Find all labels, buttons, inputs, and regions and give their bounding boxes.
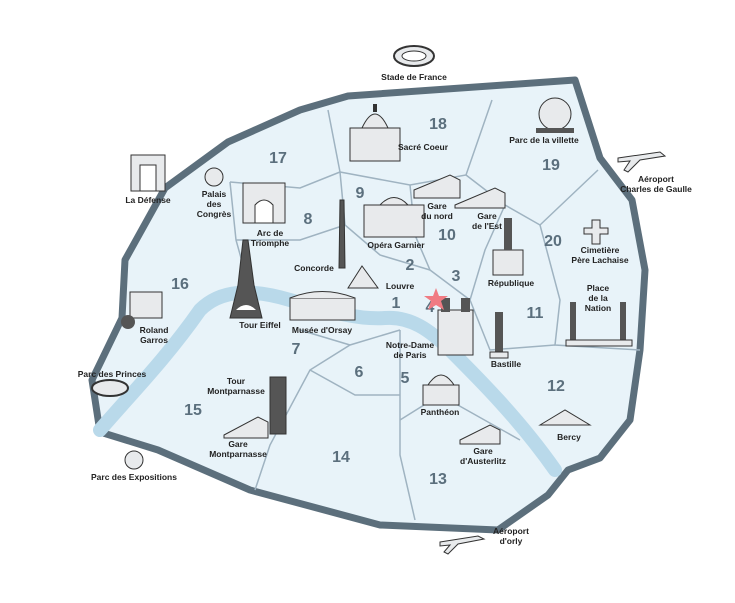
label-notre-dame-2: de Paris: [393, 350, 426, 360]
arr-5: 5: [401, 370, 410, 387]
label-louvre: Louvre: [386, 281, 415, 291]
arr-11: 11: [527, 305, 544, 322]
arr-7: 7: [292, 341, 301, 358]
notre-dame-icon: [437, 298, 474, 356]
label-republique: République: [488, 278, 535, 288]
arr-18: 18: [429, 116, 447, 133]
arr-2: 2: [406, 257, 415, 274]
arr-1: 1: [392, 295, 401, 312]
republique-statue-icon: [492, 218, 524, 276]
parc-expositions-icon: [124, 450, 144, 470]
plane-orly-icon: [439, 535, 486, 555]
opera-garnier-icon: [363, 197, 425, 238]
palais-congres-icon: [204, 167, 224, 187]
label-bastille: Bastille: [491, 359, 522, 369]
tour-montparnasse-icon: [269, 376, 287, 435]
bastille-column-icon: [489, 312, 509, 359]
arr-6: 6: [355, 364, 364, 381]
location-star-icon: [424, 288, 448, 310]
parc-des-princes-icon: [91, 379, 129, 397]
label-nation-1: Place: [587, 283, 609, 293]
arr-8: 8: [304, 211, 313, 228]
label-tour-montparnasse-2: Montparnasse: [207, 386, 265, 396]
label-gare-nord-2: du nord: [421, 211, 453, 221]
arr-14: 14: [332, 449, 350, 466]
label-pantheon: Panthéon: [421, 407, 460, 417]
label-parc-expositions: Parc des Expositions: [91, 472, 177, 482]
gare-du-nord-train-icon: [413, 174, 461, 199]
arr-12: 12: [547, 378, 565, 395]
arr-15: 15: [184, 402, 202, 419]
label-stade-de-france: Stade de France: [381, 72, 447, 82]
musee-orsay-icon: [289, 291, 356, 321]
label-palais-2: des: [207, 199, 222, 209]
label-sacre-coeur: Sacré Coeur: [398, 142, 449, 152]
label-orly-1: Aéroport: [493, 526, 529, 536]
landmark-labels: Stade de France Sacré Coeur Parc de la v…: [78, 72, 692, 546]
label-gare-nord-1: Gare: [427, 201, 447, 211]
label-cdg-1: Aéroport: [638, 174, 674, 184]
arr-13: 13: [429, 471, 447, 488]
louvre-pyramid-icon: [347, 265, 379, 289]
place-de-la-nation-icon: [565, 302, 633, 347]
plane-cdg-icon: [617, 151, 667, 173]
label-roland-garros-1: Roland: [140, 325, 169, 335]
stade-de-france-icon: [393, 45, 435, 67]
label-la-defense: La Défense: [125, 195, 171, 205]
arr-16: 16: [171, 276, 189, 293]
eiffel-tower-icon: [229, 239, 263, 319]
label-palais-1: Palais: [202, 189, 227, 199]
label-gare-est-1: Gare: [477, 211, 497, 221]
pere-lachaise-cross-icon: [583, 219, 609, 245]
arr-17: 17: [269, 150, 287, 167]
landmark-icons: [91, 45, 667, 555]
label-gare-montparnasse-1: Gare: [228, 439, 248, 449]
label-concorde: Concorde: [294, 263, 334, 273]
label-gare-austerlitz-2: d'Austerlitz: [460, 456, 506, 466]
roland-garros-icon: [121, 291, 163, 329]
parc-villette-icon: [536, 97, 574, 133]
label-nation-2: de la: [588, 293, 608, 303]
label-gare-montparnasse-2: Montparnasse: [209, 449, 267, 459]
la-defense-icon: [130, 154, 166, 192]
label-cimetiere-1: Cimetière: [581, 245, 620, 255]
arc-de-triomphe-icon: [242, 182, 286, 224]
arr-3: 3: [452, 268, 461, 285]
label-parc-villette: Parc de la villette: [509, 135, 579, 145]
label-notre-dame-1: Notre-Dame: [386, 340, 434, 350]
district-borders: [229, 99, 641, 521]
arr-20: 20: [544, 233, 562, 250]
label-gare-est-2: de l'Est: [472, 221, 502, 231]
label-parc-princes: Parc des Princes: [78, 369, 147, 379]
label-orsay: Musée d'Orsay: [292, 325, 352, 335]
label-roland-garros-2: Garros: [140, 335, 168, 345]
sacre-coeur-icon: [349, 104, 401, 162]
pantheon-icon: [422, 374, 460, 406]
label-bercy: Bercy: [557, 432, 581, 442]
label-tour-montparnasse-1: Tour: [227, 376, 246, 386]
label-palais-3: Congrès: [197, 209, 232, 219]
label-arc-2: Triomphe: [251, 238, 290, 248]
gare-de-l-est-train-icon: [454, 187, 506, 209]
arr-10: 10: [438, 227, 456, 244]
gare-montparnasse-train-icon: [223, 416, 269, 439]
label-orly-2: d'orly: [500, 536, 523, 546]
gare-austerlitz-train-icon: [459, 424, 501, 445]
concorde-obelisk-icon: [338, 199, 346, 269]
label-cimetiere-2: Père Lachaise: [571, 255, 628, 265]
bercy-icon: [538, 409, 592, 426]
arr-9: 9: [356, 185, 365, 202]
label-opera: Opéra Garnier: [367, 240, 425, 250]
label-nation-3: Nation: [585, 303, 611, 313]
label-gare-austerlitz-1: Gare: [473, 446, 493, 456]
label-cdg-2: Charles de Gaulle: [620, 184, 692, 194]
label-tour-eiffel: Tour Eiffel: [239, 320, 280, 330]
arr-19: 19: [542, 157, 560, 174]
label-arc-1: Arc de: [257, 228, 284, 238]
arrondissement-numbers: 1 2 3 4 5 6 7 8 9 10 11 12 13 14 15 16 1…: [171, 116, 565, 488]
